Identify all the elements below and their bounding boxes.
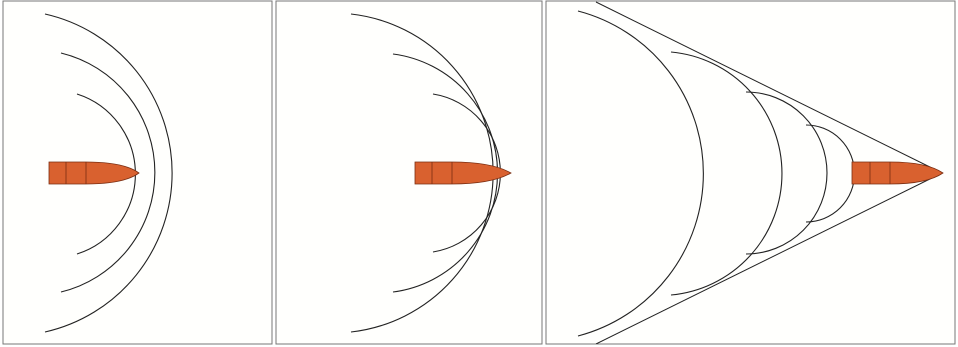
panel-supersonic [546, 1, 955, 344]
panel-sonic [276, 1, 542, 344]
panel-subsonic [3, 1, 272, 344]
